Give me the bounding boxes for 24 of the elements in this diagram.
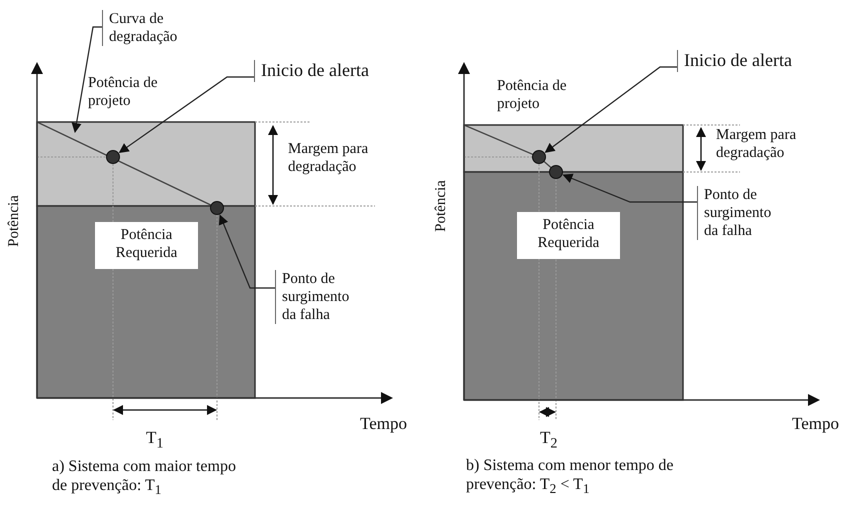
callout-text: Curva de degradação (102, 10, 212, 46)
region-label: Potência de projeto (88, 74, 159, 110)
caption: a) Sistema com maior tempo de prevenção: T$_{1}$ (52, 457, 237, 498)
callout-text: Ponto de surgimento da falha (697, 186, 789, 240)
dimension-label: T$_{1}$ (146, 428, 164, 452)
dimension-label: Margem para degradação (288, 140, 370, 176)
axis-title: Potência (5, 194, 23, 249)
callout-text: Inicio de alerta (677, 50, 827, 72)
leader-line (72, 26, 102, 133)
caption: b) Sistema com menor tempo de prevenção: T$_{2}$ < T$_{1}$ (466, 456, 675, 498)
dimension-label: T$_{2}$ (540, 428, 558, 452)
leader-line (118, 76, 254, 153)
axis-title: Tempo (792, 414, 840, 434)
callout-text: Inicio de alerta (254, 60, 404, 82)
label-box: Potência Requerida (95, 222, 198, 269)
leader-line (218, 214, 275, 289)
leader-line (544, 66, 677, 153)
callout-text: Ponto de surgimento da falha (275, 270, 367, 324)
region-label: Potência de projeto (497, 77, 568, 113)
axis-title: Tempo (360, 414, 408, 434)
label-box: Potência Requerida (517, 212, 620, 259)
axis-title: Potência (432, 179, 450, 234)
dimension-label: Margem para degradação (716, 126, 798, 162)
leader-line (562, 174, 697, 203)
